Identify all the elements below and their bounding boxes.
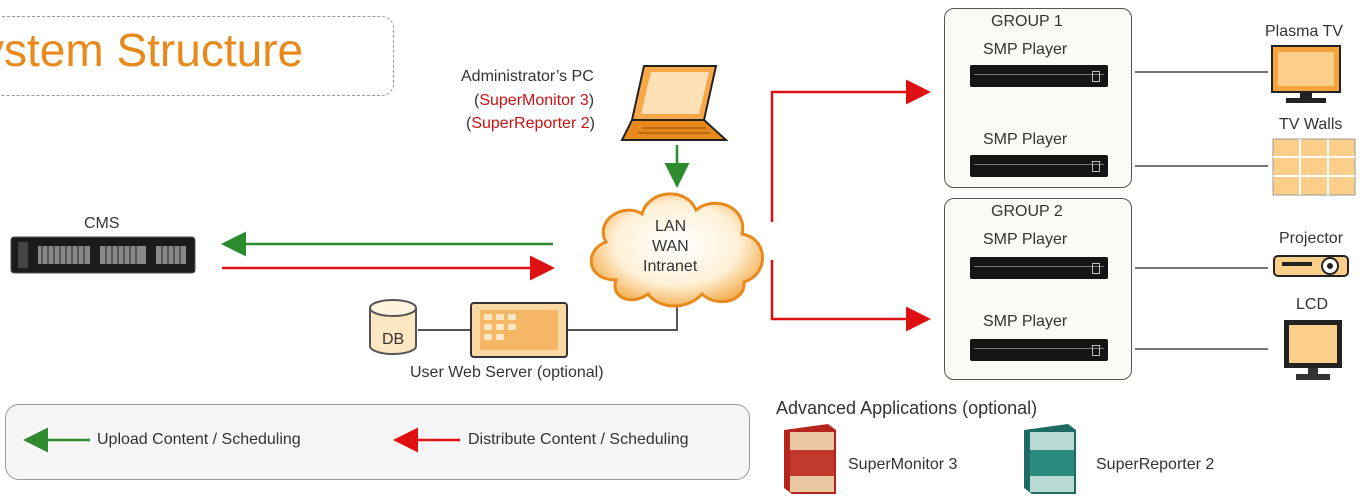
admin-app1: SuperMonitor 3 (479, 92, 589, 109)
legend-distribute-label: Distribute Content / Scheduling (468, 431, 689, 448)
cms-label: CMS (84, 215, 120, 232)
webserver-network-line (568, 306, 678, 331)
group-1-player-2-label: SMP Player (983, 131, 1068, 148)
network-cloud-icon (589, 192, 764, 308)
smp-player-icon (970, 257, 1108, 279)
group-2-player-1-label: SMP Player (983, 231, 1068, 248)
admin-app2-line: (SuperReporter 2) (466, 115, 595, 132)
distribute-group2-arrow (770, 260, 931, 332)
database-icon (369, 299, 417, 355)
legend-arrows (23, 427, 460, 453)
group-1-label: GROUP 1 (991, 13, 1063, 30)
distribute-group1-arrow (770, 79, 931, 222)
group-2: GROUP 2 SMP Player SMP Player (944, 198, 1132, 380)
db-label: DB (382, 331, 405, 348)
display-plasma-label: Plasma TV (1265, 23, 1343, 40)
admin-app1-line: (SuperMonitor 3) (474, 92, 595, 109)
plasma-tv-icon (1271, 45, 1341, 103)
admin-pc-label: Administrator’s PC (461, 68, 594, 85)
superreporter-box-icon (1024, 424, 1076, 494)
lcd-monitor-icon (1284, 320, 1342, 380)
supermonitor-box-icon (784, 424, 836, 494)
page-title: ystem Structure (0, 24, 304, 76)
display-tvwall-label: TV Walls (1279, 116, 1343, 133)
projector-icon (1273, 255, 1349, 277)
advanced-app-1: SuperMonitor 3 (848, 456, 958, 473)
admin-app2: SuperReporter 2 (471, 115, 590, 132)
group-1-player-1-label: SMP Player (983, 41, 1068, 58)
web-server-icon (470, 302, 568, 358)
web-server-label: User Web Server (optional) (410, 364, 604, 381)
cms-server-icon (10, 236, 196, 274)
group-2-player-2-label: SMP Player (983, 313, 1068, 330)
laptop-icon (620, 65, 729, 141)
display-lcd-label: LCD (1296, 296, 1329, 313)
group-2-label: GROUP 2 (991, 203, 1063, 220)
smp-player-icon (970, 155, 1108, 177)
tv-wall-icon (1272, 138, 1356, 196)
display-projector-label: Projector (1279, 230, 1344, 247)
network-lan: LAN (655, 218, 687, 235)
advanced-title: Advanced Applications (optional) (776, 398, 1038, 418)
group-1: GROUP 1 SMP Player SMP Player (944, 8, 1132, 188)
network-intranet: Intranet (643, 258, 698, 275)
smp-player-icon (970, 65, 1108, 87)
legend (5, 404, 750, 480)
legend-upload-label: Upload Content / Scheduling (97, 431, 301, 448)
advanced-app-2: SuperReporter 2 (1096, 456, 1215, 473)
smp-player-icon (970, 339, 1108, 361)
network-wan: WAN (652, 238, 689, 255)
title-box: ystem Structure (0, 16, 394, 96)
